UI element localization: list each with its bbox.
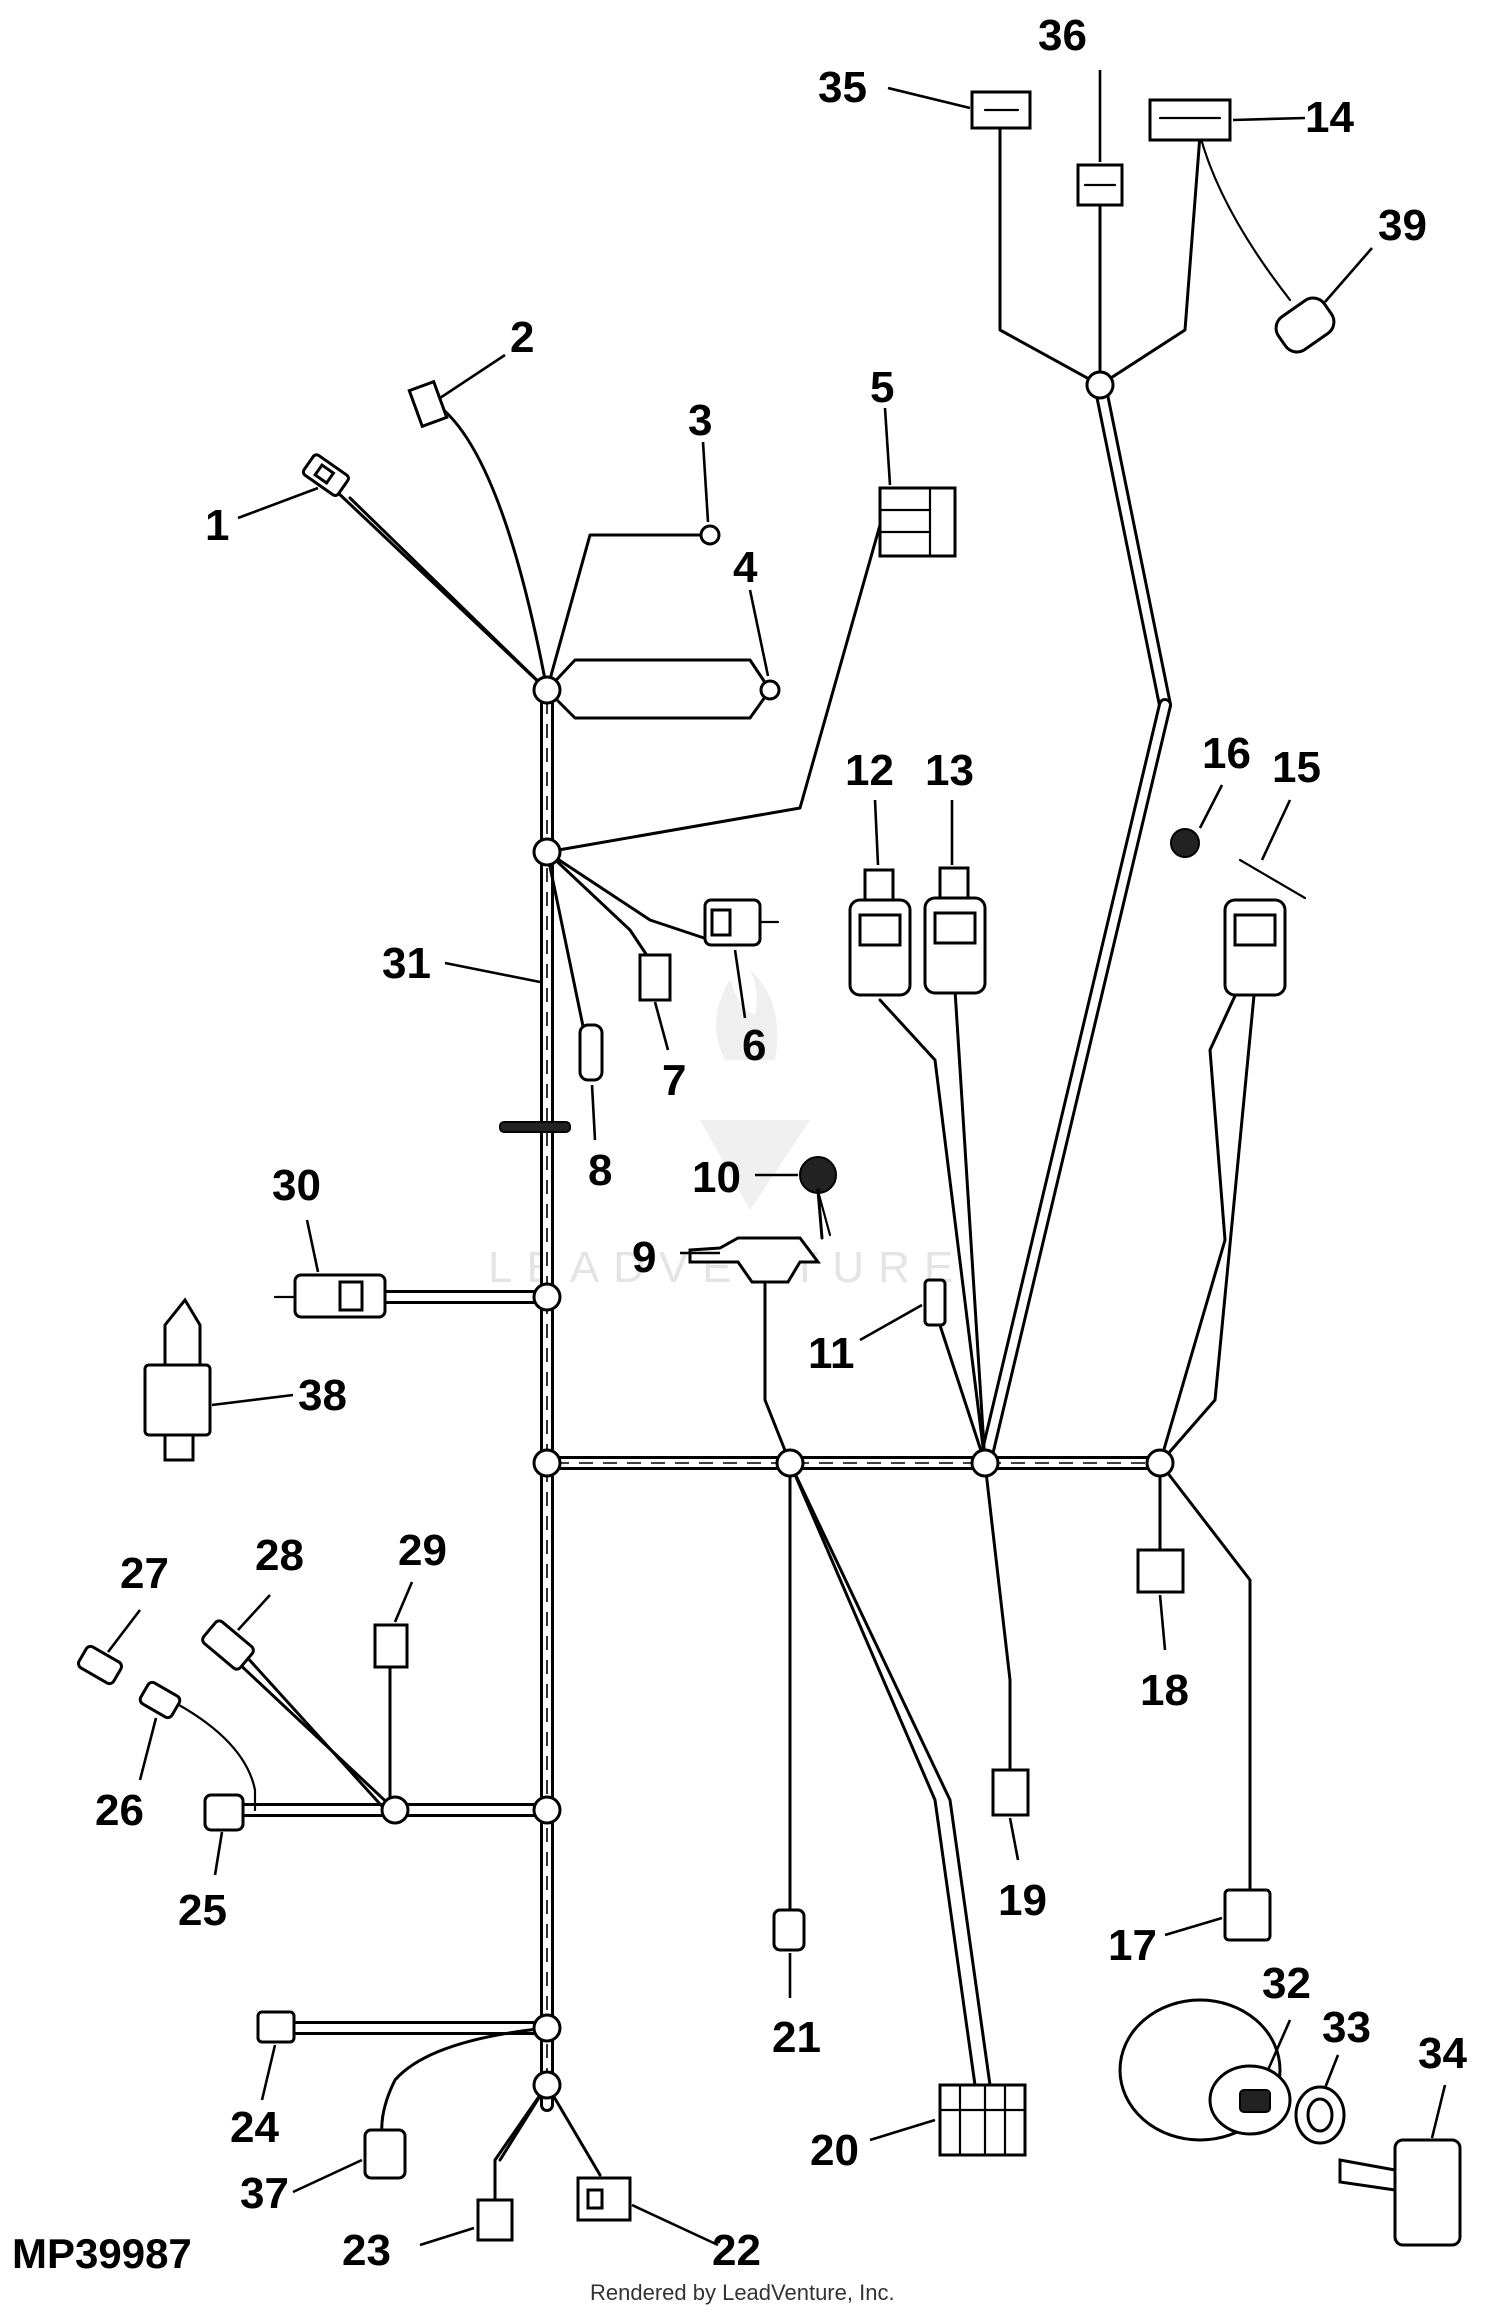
callout-39: 39 — [1378, 201, 1427, 250]
callout-23: 23 — [342, 2226, 391, 2275]
callout-11: 11 — [808, 1329, 855, 1378]
callout-34: 34 — [1418, 2029, 1467, 2078]
component-29-connector — [373, 1623, 409, 1669]
component-4-ring-terminal — [759, 679, 781, 701]
component-3-ring-terminal — [699, 524, 721, 546]
component-32-ignition-switch — [1118, 1998, 1292, 2142]
callout-35: 35 — [818, 63, 867, 112]
component-12-relay — [848, 868, 912, 997]
callout-31: 31 — [382, 939, 431, 988]
component-21-connector — [772, 1908, 806, 1952]
callout-5: 5 — [870, 363, 894, 412]
callout-27: 27 — [120, 1549, 169, 1598]
callout-32: 32 — [1262, 1959, 1311, 2008]
callout-30: 30 — [272, 1161, 321, 1210]
top-right-bundle — [978, 126, 1292, 1470]
figure-code: MP39987 — [12, 2230, 192, 2277]
component-5-connector — [878, 486, 957, 558]
junction-nodes — [380, 370, 1175, 2100]
callout-25: 25 — [178, 1886, 227, 1935]
component-13-relay — [923, 866, 987, 995]
component-6-connector — [703, 898, 780, 947]
component-27-connector — [77, 1644, 123, 1686]
callout-1: 1 — [205, 501, 229, 550]
callout-36: 36 — [1038, 11, 1087, 60]
in-line-diode — [499, 1121, 571, 1133]
credit-text: Rendered by LeadVenture, Inc. — [590, 2280, 895, 2305]
callout-4: 4 — [733, 543, 758, 592]
callout-29: 29 — [398, 1526, 447, 1575]
lower-left-branches — [168, 1653, 602, 2202]
component-22-connector — [576, 2176, 632, 2222]
component-34-key — [1338, 2138, 1462, 2247]
component-26-connector — [138, 1680, 182, 1720]
callout-17: 17 — [1108, 1921, 1157, 1970]
callout-13: 13 — [925, 746, 974, 795]
callout-37: 37 — [240, 2169, 289, 2218]
callout-9: 9 — [632, 1233, 656, 1282]
component-1-connector — [301, 453, 350, 497]
component-35-connector — [970, 90, 1032, 130]
callout-12: 12 — [845, 746, 894, 795]
callout-2: 2 — [510, 313, 534, 362]
callout-16: 16 — [1202, 729, 1251, 778]
component-28-connector — [201, 1619, 255, 1671]
callout-38: 38 — [298, 1371, 347, 1420]
callout-7: 7 — [662, 1056, 686, 1105]
callout-15: 15 — [1272, 743, 1321, 792]
components — [77, 90, 1462, 2247]
callout-3: 3 — [688, 396, 712, 445]
component-39-connector — [1274, 296, 1336, 354]
component-38-sensor — [143, 1297, 212, 1462]
callout-33: 33 — [1322, 2003, 1371, 2052]
callout-20: 20 — [810, 2126, 859, 2175]
component-23-connector — [476, 2198, 514, 2242]
callout-10: 10 — [692, 1153, 741, 1202]
callout-26: 26 — [95, 1786, 144, 1835]
callout-21: 21 — [772, 2013, 821, 2062]
callout-24: 24 — [230, 2103, 279, 2152]
component-37-connector — [363, 2128, 407, 2180]
component-24-connector — [256, 2010, 296, 2044]
component-33-nut — [1294, 2085, 1346, 2145]
callout-19: 19 — [998, 1876, 1047, 1925]
relay-branches — [763, 983, 1257, 2087]
callout-labels: 1 2 3 4 5 6 7 8 9 10 11 12 13 14 15 16 1… — [95, 11, 1467, 2275]
component-20-connector — [938, 2083, 1027, 2157]
component-36-connector — [1076, 163, 1124, 207]
component-16-screw — [1170, 828, 1200, 858]
component-25-connector — [203, 1793, 245, 1832]
component-8-fuse-holder — [578, 1023, 604, 1082]
component-15-relay — [1223, 858, 1307, 997]
component-18-module — [1136, 1548, 1185, 1594]
callout-6: 6 — [742, 1021, 766, 1070]
component-2-terminal — [407, 379, 449, 429]
callout-14: 14 — [1305, 93, 1354, 142]
component-11-connector — [923, 1278, 947, 1327]
component-9-bracket — [688, 1236, 821, 1284]
callout-18: 18 — [1140, 1666, 1189, 1715]
callout-22: 22 — [712, 2226, 761, 2275]
component-14-connector — [1148, 98, 1232, 142]
component-30-connector — [273, 1273, 387, 1319]
callout-8: 8 — [588, 1146, 612, 1195]
leader-lines — [106, 70, 1447, 2247]
component-7-connector — [638, 953, 672, 1002]
component-17-connector — [1223, 1888, 1272, 1942]
callout-28: 28 — [255, 1531, 304, 1580]
component-19-connector — [991, 1768, 1030, 1817]
component-10-screw — [799, 1156, 837, 1240]
